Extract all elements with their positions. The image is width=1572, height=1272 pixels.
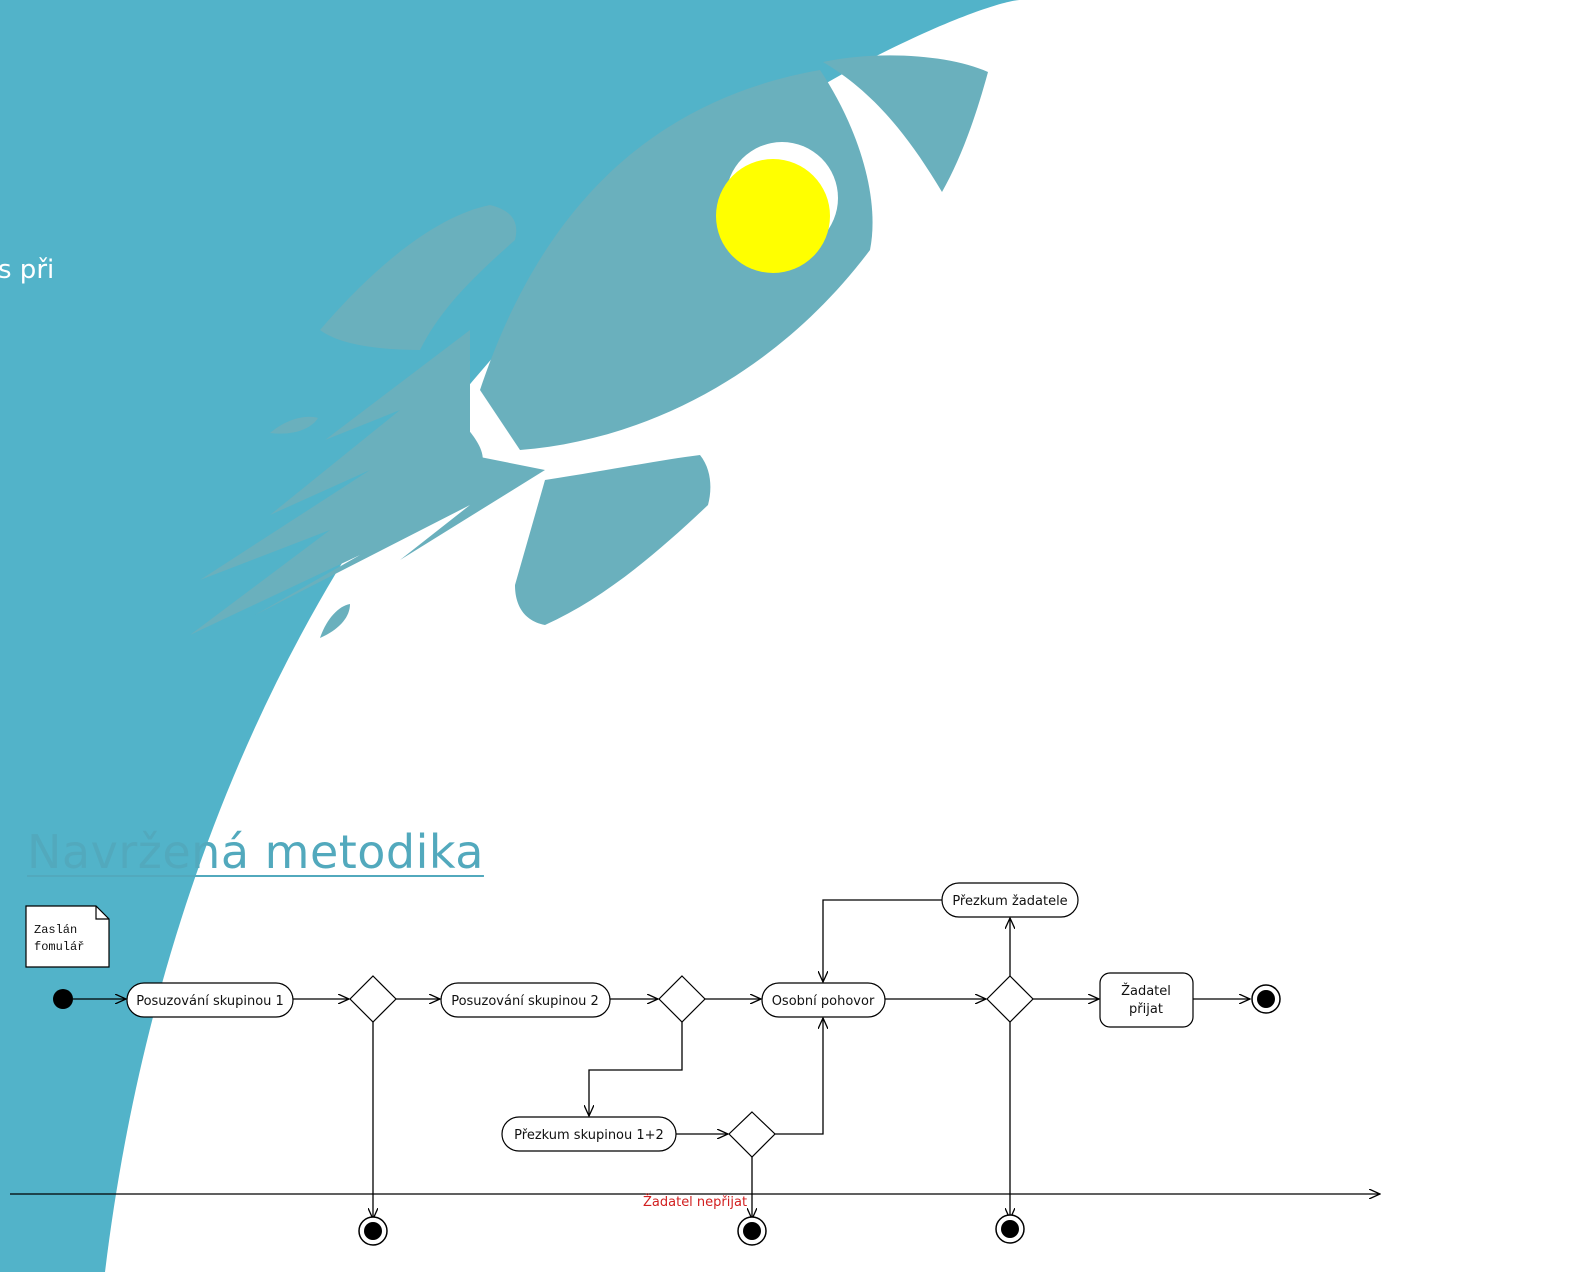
final-node-accepted <box>1251 984 1281 1014</box>
activity-group1-label: Posuzování skupinou 1 <box>136 994 284 1009</box>
rocket-window <box>716 159 830 273</box>
activity-group1 <box>126 982 294 1018</box>
activity-accepted-label-2: přijat <box>1129 1002 1163 1017</box>
exhaust-drop-2 <box>320 604 350 638</box>
side-text: s při <box>0 255 55 285</box>
activity-accepted-label-1: Žadatel <box>1121 983 1171 999</box>
final-node-rejected-3 <box>995 1214 1025 1244</box>
rejected-label: Žadatel nepřijat <box>643 1194 747 1210</box>
rocket-fin-upper <box>320 205 517 350</box>
note-line-1: Zaslán <box>34 923 77 937</box>
note-submitted-form: Zaslán fomulář <box>25 905 110 968</box>
activity-review-applicant-label: Přezkum žadatele <box>952 894 1067 909</box>
activity-group2 <box>440 982 611 1018</box>
activity-review-group12-label: Přezkum skupinou 1+2 <box>514 1128 664 1143</box>
exhaust-drop-1 <box>270 416 318 434</box>
slide-title: Navržená metodika <box>27 825 484 879</box>
note-line-2: fomulář <box>34 940 84 954</box>
activity-interview-label: Osobní pohovor <box>772 994 875 1009</box>
control-flows <box>10 899 1380 1219</box>
activity-diagram: Zaslán fomulář Posuzování skupinou 1 Pos… <box>10 882 1572 1246</box>
white-panel <box>105 0 1572 1272</box>
rocket-nose <box>823 55 988 192</box>
activity-accepted <box>1099 972 1194 1028</box>
rocket-exhaust <box>190 330 545 635</box>
decision-4 <box>728 1111 776 1158</box>
decision-1 <box>349 975 397 1023</box>
initial-node <box>53 989 73 1009</box>
rocket-fin-lower <box>515 455 711 625</box>
decision-3 <box>986 975 1034 1023</box>
activity-group2-label: Posuzování skupinou 2 <box>451 994 599 1009</box>
decision-2 <box>658 975 706 1023</box>
final-node-rejected-1 <box>358 1216 388 1246</box>
final-node-rejected-2 <box>737 1216 767 1246</box>
